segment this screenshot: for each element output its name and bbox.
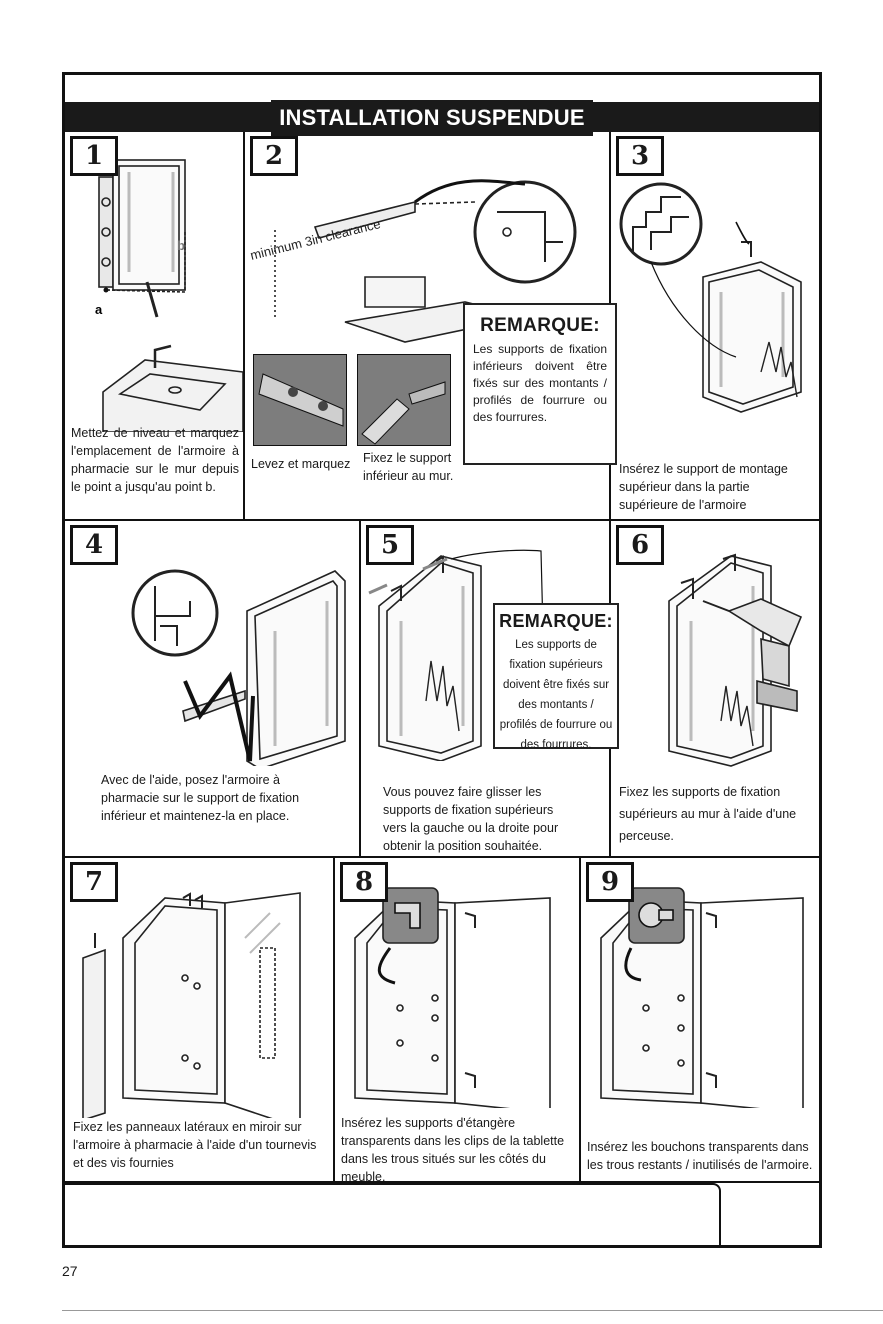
- slide-brackets-illustration: [368, 549, 544, 761]
- step-2-caption-right: Fixez le support inférieur au mur.: [363, 451, 454, 483]
- step-5-caption: Vous pouvez faire glisser les supports d…: [383, 785, 559, 853]
- step-number: 6: [616, 525, 664, 565]
- step-number: 4: [70, 525, 118, 565]
- step-9-panel: 9 Insérez les bouchons transparents dans…: [581, 858, 819, 1183]
- step-4-caption: Avec de l'aide, posez l'armoire à pharma…: [101, 773, 300, 823]
- step-9-caption: Insérez les bouchons transparents dans l…: [587, 1140, 813, 1172]
- instruction-sheet: INSTALLATION SUSPENDUE 1 a b: [62, 72, 822, 1248]
- shelf-clips-illustration: [354, 887, 551, 1108]
- step-8-caption: Insérez les supports d'étangère transpar…: [341, 1116, 565, 1183]
- step-1-panel: 1 a b Mettez de niveau et marquez l': [65, 132, 245, 521]
- footer-strip: [65, 1183, 721, 1245]
- level-mark-photo: [253, 354, 347, 446]
- step-number: 1: [70, 136, 118, 176]
- step-2-panel: 2 minimum 3in clearance: [245, 132, 611, 521]
- cabinet-level-illustration: a b: [95, 159, 243, 432]
- page-title: INSTALLATION SUSPENDUE: [271, 100, 593, 136]
- note-body: Les supports de fixation supérieurs doiv…: [499, 639, 613, 751]
- side-panels-illustration: [82, 892, 301, 1118]
- step-6-caption: Fixez les supports de fixation supérieur…: [619, 785, 797, 843]
- cabinet-placement-illustration: [131, 569, 346, 766]
- step-2-caption-left: Levez et marquez: [251, 457, 351, 471]
- clearance-label: minimum 3in clearance: [249, 216, 382, 263]
- step-4-panel: 4 Avec de l'aide, posez l'armoire à phar…: [65, 521, 361, 858]
- step-number: 9: [586, 862, 634, 902]
- step-number: 2: [250, 136, 298, 176]
- step-5-panel: 5 Vous pouvez faire glisser les supports…: [361, 521, 611, 858]
- drill-upper-brackets-illustration: [668, 553, 803, 767]
- step-1-caption: Mettez de niveau et marquez l'emplacemen…: [71, 426, 239, 494]
- note-body: Les supports de fixation inférieurs doiv…: [473, 342, 607, 424]
- upper-bracket-insert-illustration: [619, 182, 802, 413]
- note-box-lower-brackets: REMARQUE: Les supports de fixation infér…: [463, 303, 617, 465]
- step-7-panel: 7 Fixez les panneaux latéraux en miroir …: [65, 858, 335, 1183]
- point-a-label: a: [95, 302, 103, 317]
- drill-bracket-photo: [357, 354, 451, 446]
- step-number: 3: [616, 136, 664, 176]
- step-8-panel: 8 Insérez les supports d'étangère transp…: [335, 858, 581, 1183]
- step-number: 5: [366, 525, 414, 565]
- header-bar: INSTALLATION SUSPENDUE: [65, 100, 819, 136]
- page-divider: [62, 1310, 883, 1311]
- step-7-caption: Fixez les panneaux latéraux en miroir su…: [73, 1120, 317, 1170]
- transparent-plugs-illustration: [600, 887, 804, 1108]
- step-3-caption: Insérez le support de montage supérieur …: [619, 462, 788, 512]
- note-title: REMARQUE:: [499, 611, 613, 631]
- step-6-panel: 6 Fixez les supports de fixation supérie…: [611, 521, 819, 858]
- step-number: 7: [70, 862, 118, 902]
- bracket-mount-illustration: minimum 3in clearance: [249, 179, 577, 343]
- page-number: 27: [62, 1263, 78, 1279]
- step-number: 8: [340, 862, 388, 902]
- note-box-upper-brackets: REMARQUE: Les supports de fixation supér…: [493, 603, 619, 751]
- step-3-panel: 3 Insérez le support de montage supérieu…: [611, 132, 819, 521]
- note-title: REMARQUE:: [480, 315, 600, 336]
- point-b-label: b: [177, 238, 185, 253]
